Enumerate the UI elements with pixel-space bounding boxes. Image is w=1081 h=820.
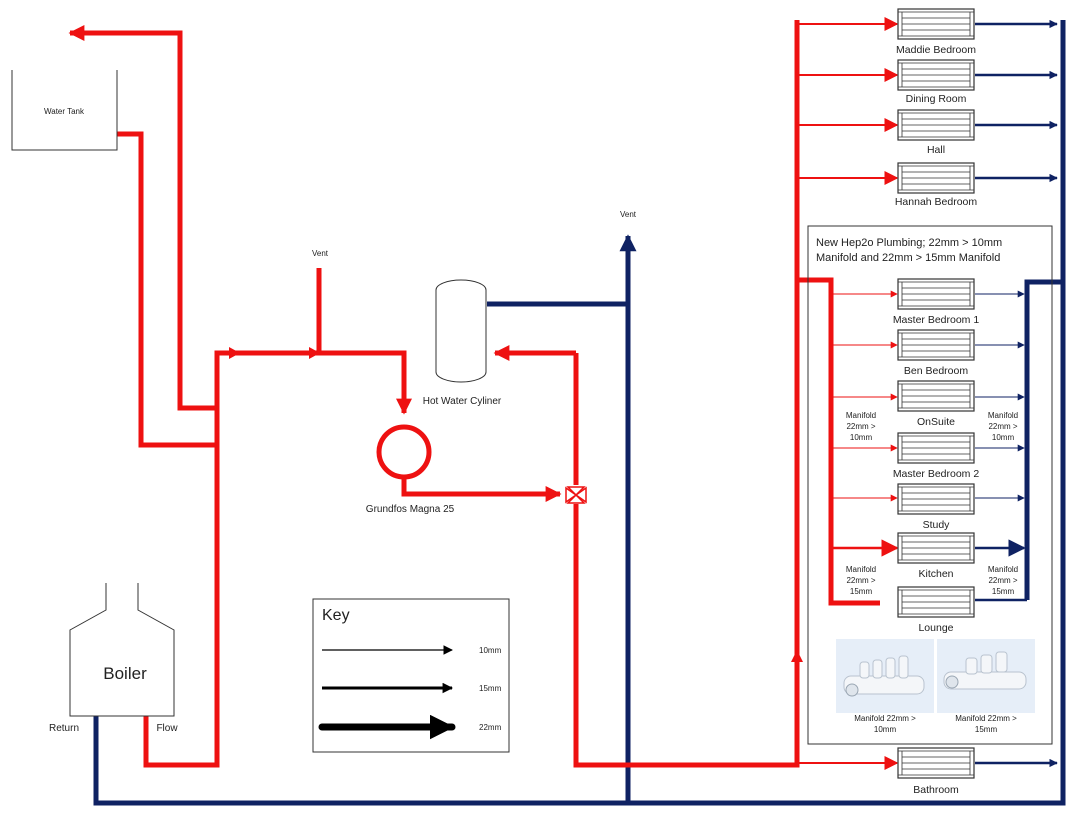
- flow-pipes: [68, 20, 880, 768]
- manifold-15mm-right-label: Manifold 22mm > 15mm: [988, 565, 1018, 596]
- svg-text:Manifold: Manifold: [846, 565, 876, 574]
- room-label: Ben Bedroom: [904, 365, 968, 377]
- radiator-study: Study: [897, 483, 975, 531]
- svg-text:10mm: 10mm: [874, 725, 897, 734]
- svg-text:10mm: 10mm: [850, 433, 873, 442]
- hot-water-cylinder: Hot Water Cyliner: [423, 279, 502, 407]
- radiator-hannah-bedroom: Hannah Bedroom: [895, 162, 978, 208]
- manifold-10mm-left-label: Manifold 22mm > 10mm: [846, 411, 876, 442]
- water-tank-label: Water Tank: [44, 107, 85, 116]
- room-label: Dining Room: [906, 93, 967, 105]
- room-label: Hall: [927, 144, 945, 156]
- manifold-return-pipe: [1024, 279, 1063, 600]
- svg-text:15mm: 15mm: [975, 725, 998, 734]
- key-title: Key: [322, 607, 350, 624]
- flow-direction-arrows: [229, 347, 803, 662]
- manifold-section-title-1: New Hep2o Plumbing; 22mm > 10mm: [816, 237, 1002, 249]
- manifold-15mm-photo: [937, 639, 1035, 713]
- manifold-flow-pipe: [797, 277, 880, 606]
- pump-to-valve-pipe: [401, 477, 562, 503]
- svg-text:Manifold: Manifold: [988, 565, 1018, 574]
- radiator-dining-room: Dining Room: [897, 59, 975, 105]
- svg-text:10mm: 10mm: [992, 433, 1015, 442]
- upper-radiator-returns: [975, 19, 1058, 768]
- radiator-master-bedroom-2: Master Bedroom 2: [893, 432, 980, 480]
- boiler-flow-pipe: [143, 350, 413, 768]
- room-label: Maddie Bedroom: [896, 44, 976, 56]
- vent-right-label: Vent: [620, 210, 637, 219]
- manifold-10mm-photo: [836, 639, 934, 713]
- radiator-onsuite: OnSuite: [897, 380, 975, 428]
- svg-text:15mm: 15mm: [850, 587, 873, 596]
- return-pipes: [93, 20, 1066, 806]
- radiator-ben-bedroom: Ben Bedroom: [897, 329, 975, 377]
- room-label: Hannah Bedroom: [895, 196, 978, 208]
- svg-text:Manifold 22mm >: Manifold 22mm >: [955, 714, 1017, 723]
- diverter-valve-icon: [565, 486, 587, 504]
- key-22mm-label: 22mm: [479, 723, 502, 732]
- radiator-kitchen: Kitchen: [897, 532, 975, 580]
- pump-label: Grundfos Magna 25: [366, 504, 455, 515]
- svg-text:22mm >: 22mm >: [988, 576, 1017, 585]
- key-10mm-label: 10mm: [479, 646, 502, 655]
- radiator-bathroom: Bathroom: [897, 747, 975, 796]
- key-15mm-label: 15mm: [479, 684, 502, 693]
- room-label: OnSuite: [917, 416, 955, 428]
- manifold-branch-flows: [831, 290, 899, 557]
- radiator-master-bedroom-1: Master Bedroom 1: [893, 278, 980, 326]
- room-label: Bathroom: [913, 784, 959, 796]
- manifold-15mm-photo-caption: Manifold 22mm > 15mm: [955, 714, 1017, 734]
- manifold-section-title-2: Manifold and 22mm > 15mm Manifold: [816, 252, 1000, 264]
- water-tank: Water Tank: [11, 70, 118, 151]
- svg-text:22mm >: 22mm >: [846, 576, 875, 585]
- svg-text:22mm >: 22mm >: [846, 422, 875, 431]
- boiler-label: Boiler: [103, 664, 147, 683]
- manifold-branch-returns: [975, 290, 1027, 602]
- radiator-lounge: Lounge: [897, 586, 975, 634]
- manifold-10mm-photo-caption: Manifold 22mm > 10mm: [854, 714, 916, 734]
- room-label: Lounge: [918, 622, 953, 634]
- flow-label: Flow: [156, 723, 178, 734]
- svg-text:22mm >: 22mm >: [988, 422, 1017, 431]
- manifold-section-box: [807, 225, 1053, 745]
- key-legend: Key 10mm 15mm 22mm: [312, 598, 510, 753]
- svg-text:Manifold 22mm >: Manifold 22mm >: [854, 714, 916, 723]
- room-label: Master Bedroom 1: [893, 314, 980, 326]
- heating-flow-pipe: [573, 20, 800, 768]
- svg-text:Manifold: Manifold: [988, 411, 1018, 420]
- radiator-hall: Hall: [897, 109, 975, 156]
- cylinder-label: Hot Water Cyliner: [423, 396, 502, 407]
- tank-expansion-pipe: [68, 24, 217, 411]
- room-label: Study: [923, 519, 951, 531]
- pump: Grundfos Magna 25: [366, 424, 455, 515]
- manifold-15mm-left-label: Manifold 22mm > 15mm: [846, 565, 876, 596]
- room-label: Master Bedroom 2: [893, 468, 980, 480]
- radiator-maddie-bedroom: Maddie Bedroom: [896, 8, 976, 56]
- manifold-10mm-right-label: Manifold 22mm > 10mm: [988, 411, 1018, 442]
- room-label: Kitchen: [918, 568, 953, 580]
- tank-feed-pipe: [117, 131, 217, 448]
- svg-text:Manifold: Manifold: [846, 411, 876, 420]
- upper-radiator-flows: [797, 17, 899, 770]
- boiler: Boiler: [69, 583, 175, 717]
- vent-left-label: Vent: [312, 249, 329, 258]
- return-label: Return: [49, 723, 79, 734]
- svg-text:15mm: 15mm: [992, 587, 1015, 596]
- boiler-return-pipe: [93, 20, 1066, 806]
